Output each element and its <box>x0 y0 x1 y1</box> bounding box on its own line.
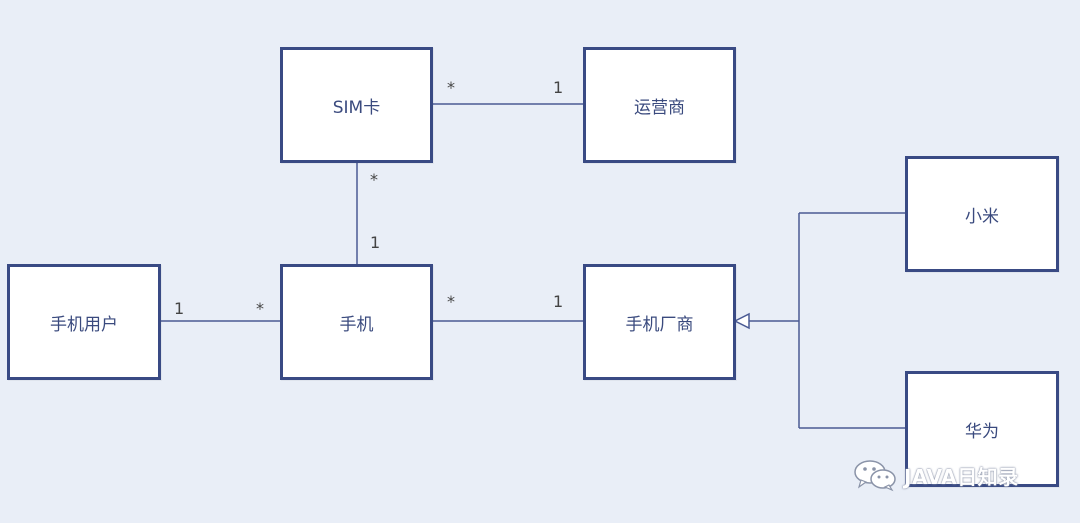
inheritance-arrow-icon <box>733 312 750 330</box>
operator-box[interactable]: 运营商 <box>583 47 736 163</box>
multiplicity-user-phone-user-end: 1 <box>174 299 185 318</box>
multiplicity-sim-operator-sim-end: * <box>447 78 455 97</box>
sim-card-box[interactable]: SIM卡 <box>280 47 433 163</box>
phone-box[interactable]: 手机 <box>280 264 433 380</box>
xiaomi-box[interactable]: 小米 <box>905 156 1059 272</box>
phone-user-box[interactable]: 手机用户 <box>7 264 161 380</box>
phone-label: 手机 <box>339 314 374 335</box>
operator-label: 运营商 <box>634 97 685 118</box>
phone-user-label: 手机用户 <box>50 314 118 335</box>
multiplicity-sim-phone-phone-end: 1 <box>370 233 381 252</box>
multiplicity-sim-operator-operator-end: 1 <box>553 78 564 97</box>
multiplicity-user-phone-phone-end: * <box>256 299 264 318</box>
multiplicity-sim-phone-sim-end: * <box>370 170 378 189</box>
generalization-connector <box>733 212 906 429</box>
huawei-box[interactable]: 华为 <box>905 371 1059 487</box>
watermark-text: JAVA日知录 <box>904 464 1019 489</box>
sim-card-label: SIM卡 <box>332 97 381 118</box>
phone-maker-label: 手机厂商 <box>625 314 694 335</box>
xiaomi-label: 小米 <box>965 206 999 227</box>
watermark: JAVA日知录 <box>852 458 1019 492</box>
multiplicity-phone-maker-phone-end: * <box>447 292 455 311</box>
phone-maker-box[interactable]: 手机厂商 <box>583 264 736 380</box>
multiplicity-phone-maker-maker-end: 1 <box>553 292 564 311</box>
wechat-icon <box>854 460 896 492</box>
huawei-label: 华为 <box>965 421 999 442</box>
